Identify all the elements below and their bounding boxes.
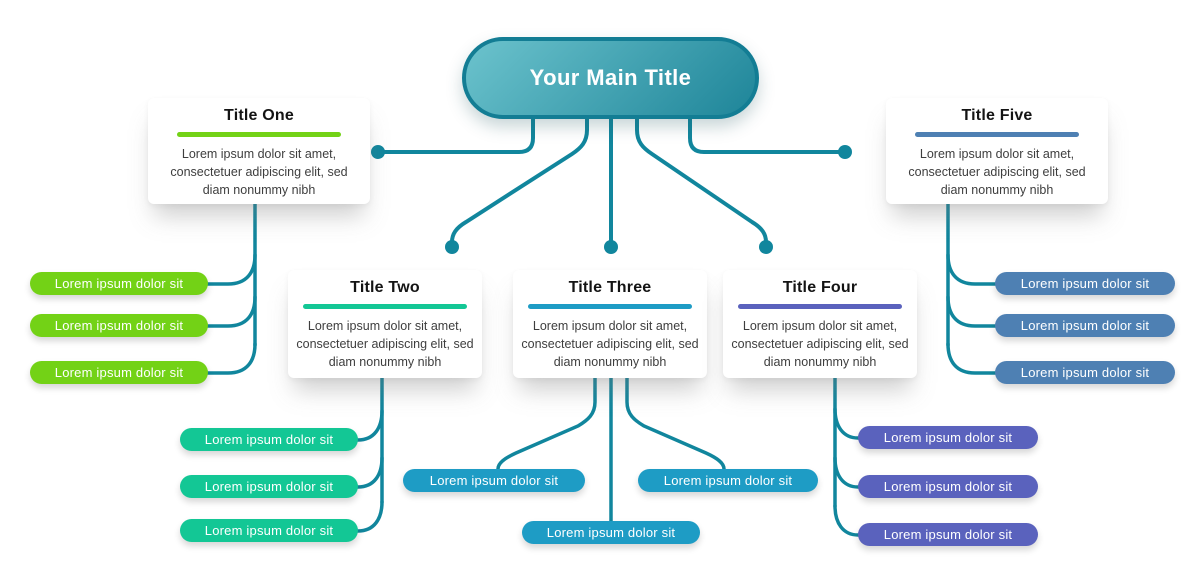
section-card-three: Title Three Lorem ipsum dolor sit amet, … [513,270,707,378]
connector-five-item-2 [946,295,997,328]
item-pill-three-2: Lorem ipsum dolor sit [522,521,700,544]
section-two-body: Lorem ipsum dolor sit amet, consectetuer… [296,319,474,370]
section-four-body: Lorem ipsum dolor sit amet, consectetuer… [731,319,909,370]
connector-five-item-3 [946,342,997,375]
connector-four-item-2 [833,456,860,489]
connector-two-item-3 [356,500,384,533]
item-pill-four-3: Lorem ipsum dolor sit [858,523,1038,546]
item-pill-one-3: Lorem ipsum dolor sit [30,361,208,384]
section-three-accent-rule [528,304,692,309]
item-pill-five-1: Lorem ipsum dolor sit [995,272,1175,295]
connector-three-item-left [496,376,597,471]
connector-main-to-five [688,117,847,154]
item-pill-two-2: Lorem ipsum dolor sit [180,475,358,498]
connector-five-item-1 [946,253,997,286]
connector-dot-three [604,240,618,254]
section-five-body: Lorem ipsum dolor sit amet, consectetuer… [908,147,1086,198]
connector-two-item-1 [356,409,384,442]
section-five-accent-rule [915,132,1079,137]
corner-tab [1106,544,1198,576]
section-five-title: Title Five [961,107,1033,124]
item-pill-one-1: Lorem ipsum dolor sit [30,272,208,295]
item-pill-four-1: Lorem ipsum dolor sit [858,426,1038,449]
section-two-title: Title Two [350,279,420,296]
section-one-title: Title One [224,107,294,124]
connector-four-item-3 [833,504,860,537]
item-pill-three-3: Lorem ipsum dolor sit [638,469,818,492]
connector-dot-one [371,145,385,159]
section-two-accent-rule [303,304,467,309]
section-one-accent-rule [177,132,341,137]
item-pill-five-3: Lorem ipsum dolor sit [995,361,1175,384]
connector-one-item-3 [206,342,257,375]
main-title-text: Your Main Title [529,65,692,90]
item-pill-five-2: Lorem ipsum dolor sit [995,314,1175,337]
item-pill-one-2: Lorem ipsum dolor sit [30,314,208,337]
connector-main-to-two [450,117,589,249]
connector-one-item-1 [206,253,257,286]
section-four-title: Title Four [782,279,858,296]
connector-one-item-2 [206,295,257,328]
connector-two-item-2 [356,456,384,489]
item-pill-two-1: Lorem ipsum dolor sit [180,428,358,451]
connector-three-item-right [625,376,726,471]
connector-main-to-four [635,117,768,249]
section-three-body: Lorem ipsum dolor sit amet, consectetuer… [521,319,699,370]
main-title-pill: Your Main Title [462,37,759,119]
section-card-four: Title Four Lorem ipsum dolor sit amet, c… [723,270,917,378]
connector-four-item-1 [833,407,860,440]
section-card-two: Title Two Lorem ipsum dolor sit amet, co… [288,270,482,378]
section-card-five: Title Five Lorem ipsum dolor sit amet, c… [886,98,1108,204]
connector-dot-five [838,145,852,159]
item-pill-two-3: Lorem ipsum dolor sit [180,519,358,542]
connector-dot-two [445,240,459,254]
item-pill-four-2: Lorem ipsum dolor sit [858,475,1038,498]
section-four-accent-rule [738,304,902,309]
item-pill-three-1: Lorem ipsum dolor sit [403,469,585,492]
section-three-title: Title Three [568,279,652,296]
section-card-one: Title One Lorem ipsum dolor sit amet, co… [148,98,370,204]
connector-dot-four [759,240,773,254]
section-one-body: Lorem ipsum dolor sit amet, consectetuer… [170,147,348,198]
connector-main-to-one [376,117,535,154]
